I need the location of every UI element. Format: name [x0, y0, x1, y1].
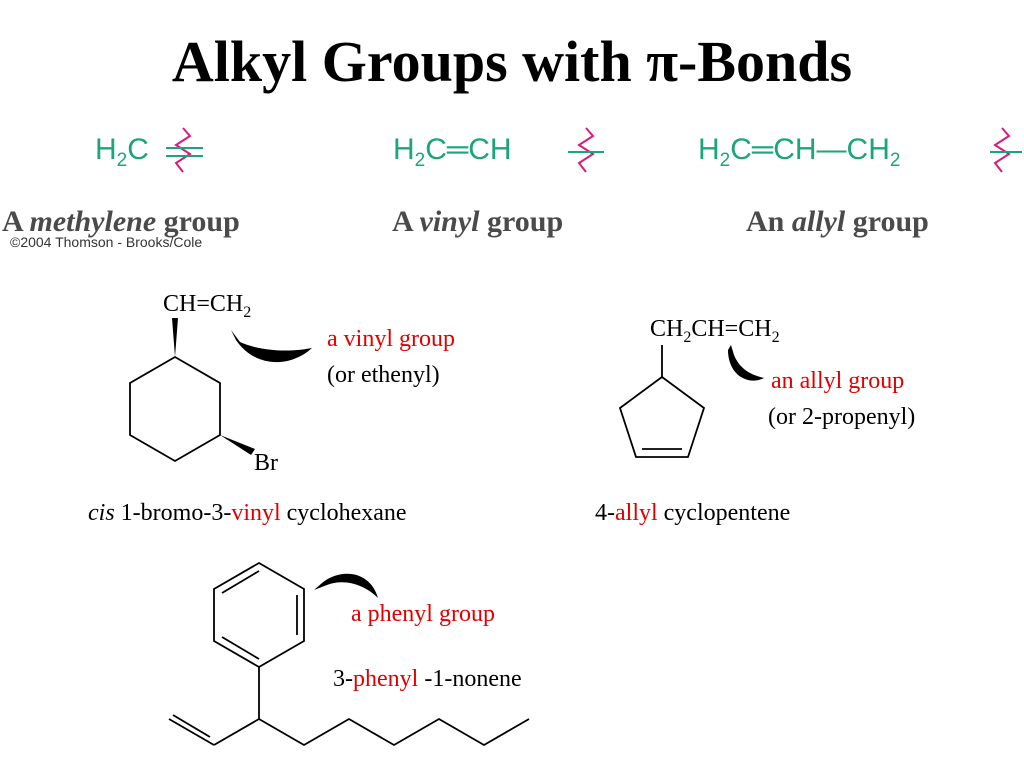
- methylene-wavy-bond-icon: [174, 127, 192, 173]
- copyright-notice: ©2004 Thomson - Brooks/Cole: [10, 234, 203, 250]
- allyl-caption: An allyl group: [746, 205, 929, 238]
- molecule3-name: 3-phenyl -1-nonene: [333, 666, 522, 692]
- vinyl-group-annotation: a vinyl group: [327, 326, 455, 352]
- vinyl-arrow-icon: [231, 330, 312, 363]
- phenyl-group-annotation: a phenyl group: [351, 601, 495, 627]
- ethenyl-annotation: (or ethenyl): [327, 362, 440, 388]
- methylene-caption: A methylene group: [2, 205, 240, 238]
- methylene-double-bond-icon: [166, 147, 203, 157]
- allyl-group-annotation: an allyl group: [771, 368, 905, 394]
- allyl-substituent-label: CH2CH=CH2: [650, 316, 780, 346]
- bromo-wedge-bond: [220, 435, 255, 455]
- allyl-wavy-bond-icon: [993, 127, 1011, 173]
- vinyl-wedge-bond: [172, 318, 178, 357]
- allyl-arrow-icon: [728, 345, 764, 381]
- cyclohexane-ring: [129, 355, 221, 463]
- nonene-chain: [168, 667, 530, 747]
- vinyl-formula: H2C═CH: [393, 133, 512, 171]
- propenyl-annotation: (or 2-propenyl): [768, 404, 916, 430]
- vinyl-caption: A vinyl group: [392, 205, 564, 238]
- cyclopentene-ring: [618, 375, 706, 458]
- molecule2-name: 4-allyl cyclopentene: [595, 500, 791, 526]
- phenyl-arrow-icon: [314, 573, 378, 598]
- slide-title: Alkyl Groups with π-Bonds: [171, 29, 853, 94]
- bromine-label: Br: [254, 450, 278, 476]
- benzene-ring: [213, 561, 305, 669]
- methylene-formula: H2C: [95, 133, 149, 171]
- vinyl-wavy-bond-icon: [577, 127, 595, 173]
- molecule1-name: cis 1-bromo-3-vinyl cyclohexane: [88, 500, 407, 526]
- allyl-formula: H2C═CH—CH2: [698, 133, 901, 171]
- vinyl-substituent-label: CH=CH2: [163, 291, 252, 321]
